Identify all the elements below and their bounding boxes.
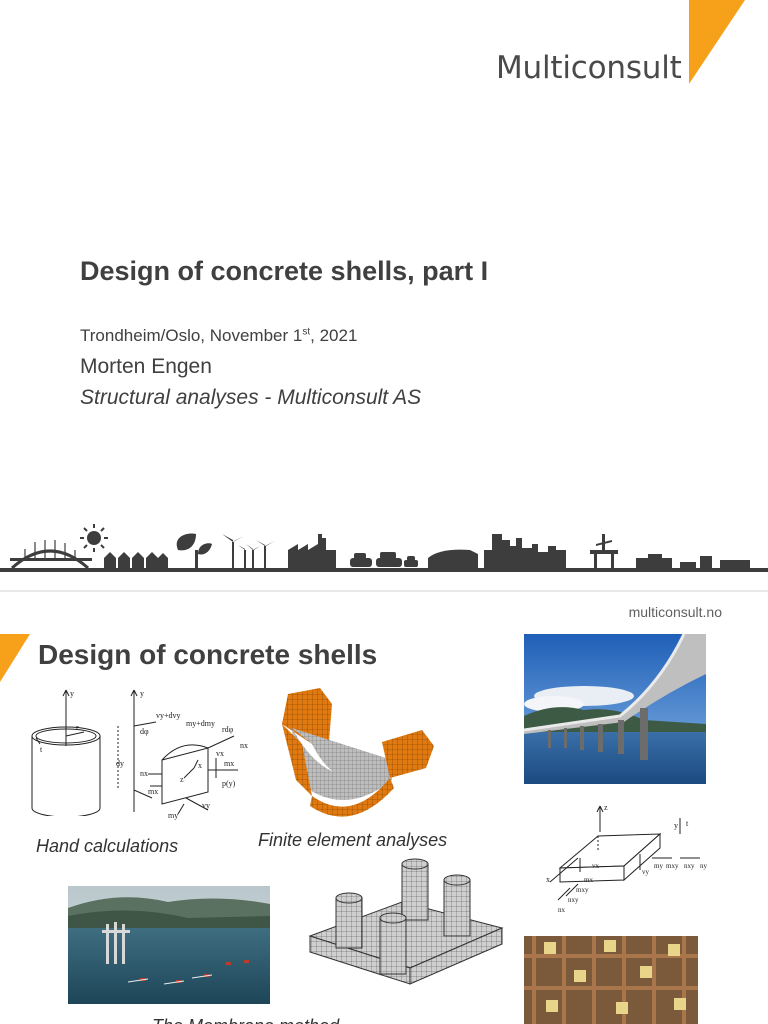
el-py-label: p(y) [222,779,236,788]
plate-t-label: t [686,819,689,828]
plate-z-label: z [604,803,608,812]
organization: Structural analyses - Multiconsult AS [80,386,422,409]
plate-ny-label: ny [700,862,708,870]
shell-element-diagram: y vy+dvy my+dmy rdφ dφ dy nx nx mx mx vx… [116,689,248,820]
plate-vx-label: vx [592,862,600,870]
floating-bridge-photo [524,634,706,784]
el-rdphi-label: rdφ [222,725,234,734]
el-nx-label: nx [240,741,248,750]
el-mx2-label: mx [148,787,158,796]
el-mx-label: mx [224,759,234,768]
cyl-r-label: r [76,723,79,732]
el-my-label: my [168,811,178,820]
el-dy-label: dy [116,759,124,768]
caption-hand-calculations: Hand calculations [36,836,179,856]
plate-nx-label: nx [558,906,566,914]
plate-myx-label: mxy [666,862,679,870]
accent-triangle-icon [0,634,30,682]
el-z-label: z [180,775,184,784]
multiconsult-logo: Multiconsult [496,50,682,86]
el-x-label: x [198,761,202,770]
date-prefix: Trondheim/Oslo, November 1 [80,326,303,345]
el-vy-label: vy [202,801,210,810]
plate-mxy-label: mxy [576,886,589,894]
el-vx-label: vx [216,749,224,758]
el-nx2-label: nx [140,769,148,778]
el-dphi-label: dφ [140,727,149,736]
caption-membrane-method: The Membrane method [152,1016,339,1024]
cylinder-shell-diagram: y r t [31,689,101,816]
cyl-t-label: t [40,745,43,754]
offshore-platform-photo [68,886,270,1004]
el-dvy-label: vy+dvy [156,711,181,720]
plate-vy-label: vy [642,868,650,876]
fem-model-illustration [282,688,434,817]
date-ordinal: st [302,326,311,338]
platform-fem-model [308,858,504,985]
content-slide: Design of concrete shells y r t [0,592,768,1024]
reinforcement-photo [524,936,698,1024]
caption-finite-element-analyses: Finite element analyses [258,830,448,850]
plate-element-diagram: z y t x vx mx mxy nxy nx vy my mxy nxy n… [546,803,708,914]
author-name: Morten Engen [80,355,212,378]
slide-divider [0,590,768,592]
el-y-label: y [140,689,144,698]
logo-triangle-icon [689,0,745,84]
plate-nyx-label: nxy [684,862,695,870]
date-year: , 2021 [310,326,358,345]
slide-title: Design of concrete shells [38,639,378,670]
date-line: Trondheim/Oslo, November 1st, 2021 [80,326,357,346]
plate-x-label: x [546,875,550,884]
title-slide: Multiconsult Design of concrete shells, … [0,0,768,572]
cyl-y-label: y [70,689,74,698]
skyline-illustration [0,524,768,572]
plate-y-label: y [674,821,678,830]
website-url[interactable]: multiconsult.no [628,604,722,620]
el-dmy-label: my+dmy [186,719,215,728]
presentation-title: Design of concrete shells, part I [80,256,489,286]
plate-mx-label: mx [584,876,593,884]
plate-nxy-label: nxy [568,896,579,904]
plate-my-label: my [654,862,663,870]
